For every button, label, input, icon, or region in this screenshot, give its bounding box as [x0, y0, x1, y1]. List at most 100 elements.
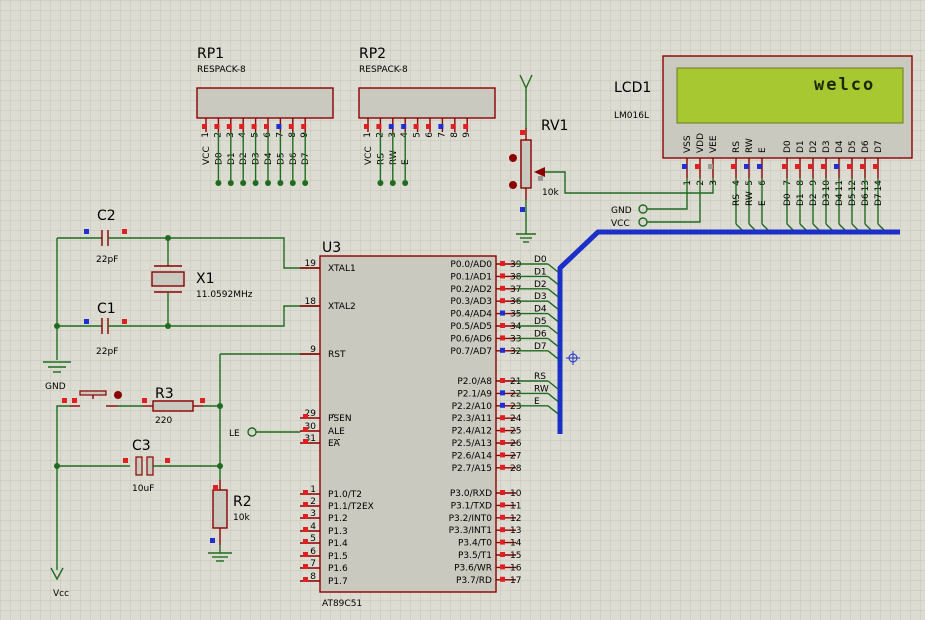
u3-left-pin-name: PSEN	[328, 414, 352, 424]
u3-left-pin-marker	[303, 564, 308, 569]
lcd-power-terminals: GND VCC	[611, 178, 701, 229]
lcd-pin-marker	[873, 164, 878, 169]
r3-value: 220	[155, 416, 172, 426]
u3-left-pin-number: 4	[310, 522, 316, 532]
lcd-pin-marker	[821, 164, 826, 169]
u3-right-pin-marker	[500, 323, 505, 328]
reset-button[interactable]	[79, 390, 107, 396]
u3-right-pin-number: 33	[510, 334, 521, 344]
rv1-wiper-arrow	[534, 167, 545, 177]
lcd-pin-marker	[782, 164, 787, 169]
u3-right-pin-name: P2.6/A14	[452, 451, 493, 461]
le-terminal[interactable]: LE	[229, 427, 300, 439]
u3-body	[319, 255, 497, 593]
lcd-net-label: RS	[732, 194, 742, 206]
u3-right-pin-name: P3.2/INT0	[449, 514, 493, 524]
u3-left-pin-marker	[303, 490, 308, 495]
u3-left-pin-number: 3	[310, 509, 316, 519]
rp2-pins-pin-marker	[450, 124, 456, 129]
u3-right-pin-name: P3.5/T1	[458, 551, 492, 561]
data-bus[interactable]	[557, 229, 900, 434]
lcd-pin-marker	[795, 164, 800, 169]
lcd-net-label: E	[758, 200, 768, 206]
u3-right-pin-number: 10	[510, 489, 522, 499]
u3-right-pin-marker	[500, 440, 505, 445]
u3-right-pin-name: P0.1/AD1	[450, 272, 492, 282]
u3-left-pin-number: 6	[310, 547, 316, 557]
rv1-potentiometer[interactable]: RV1 10k	[509, 74, 714, 243]
lcd-net-label: D6	[861, 193, 871, 206]
x1-ref: X1	[196, 271, 215, 287]
rv1-to-vee-wire	[545, 171, 714, 194]
c2-value: 22pF	[96, 255, 118, 265]
u3-bus-entry	[547, 325, 559, 335]
lcd-pin-name: VEE	[709, 135, 719, 153]
u3-right-pin-name: P2.0/A8	[457, 377, 492, 387]
gnd-label: GND	[45, 382, 66, 392]
u3-bus-entry	[547, 380, 559, 390]
lcd-pin-marker	[847, 164, 852, 169]
u3-right-pin-marker	[500, 347, 505, 353]
u3-net-label: D7	[534, 342, 547, 352]
u3-right-pin-marker	[500, 378, 505, 383]
lcd-pin-marker	[731, 164, 736, 169]
u3-left-pin-marker	[303, 502, 308, 507]
rp1-pins-stub-dot	[289, 180, 296, 186]
lcd-pin-name: D2	[809, 140, 819, 153]
u3-right-pin-number: 38	[510, 272, 522, 282]
lcd1-display[interactable]: LCD1 LM016L welco VSS1VDD2VEE3RS4RSRW5RW…	[614, 55, 913, 233]
u3-right-pin-marker	[500, 285, 505, 291]
rp1-pins-pin-marker	[226, 124, 232, 129]
u3-left-pin-marker	[303, 514, 308, 519]
u3-left-pin-marker	[303, 577, 308, 582]
lcd-pin-number: 7	[783, 180, 793, 186]
lcd-pin-name: D3	[822, 140, 832, 153]
u3-left-pin-name: P1.2	[328, 514, 348, 524]
u3-right-pin-name: P2.3/A11	[452, 414, 492, 424]
rp1-pins-stub-dot	[252, 180, 259, 186]
rp2-pins-pin-marker	[401, 124, 407, 129]
rp2-ref: RP2	[359, 46, 386, 62]
u3-right-pin-name: P0.3/AD3	[450, 297, 492, 307]
u3-right-pin-number: 25	[510, 427, 521, 437]
lcd1-display-text: welco	[814, 75, 875, 95]
u3-left-pin-name: ALE	[328, 427, 345, 437]
u3-right-pin-number: 15	[510, 551, 521, 561]
u3-bus-entry	[547, 263, 559, 273]
lcd-pin-name: VDD	[696, 133, 706, 153]
u3-right-pin-name: P3.6/WR	[454, 563, 492, 573]
r2-body	[212, 489, 228, 529]
u3-net-label: E	[534, 397, 540, 407]
u3-left-pin-name: P1.6	[328, 564, 348, 574]
u3-left-pin-number: 5	[310, 534, 316, 544]
rp2-pins-net-label: RW	[389, 150, 399, 165]
u3-right-pin-number: 17	[510, 576, 521, 586]
rp1-pins-stub-dot	[302, 180, 309, 186]
u3-right-pin-number: 26	[510, 439, 522, 449]
c3-plate-a	[135, 456, 143, 476]
rp2-body	[358, 87, 496, 119]
reset-circuit[interactable]: R3 220 C3 10uF R2 10k Vcc	[50, 353, 320, 599]
rp2-value: RESPACK-8	[359, 65, 408, 75]
u3-ref: U3	[322, 240, 341, 256]
rp2-pins-pin-number: 7	[437, 132, 447, 138]
u3-left-pin-number: 31	[305, 434, 316, 444]
lcd-pin-number: 9	[809, 180, 819, 186]
u3-right-pin-name: P3.0/RXD	[450, 489, 492, 499]
rp1-pins-net-label: D7	[301, 152, 311, 165]
lcd-pin-marker	[708, 164, 713, 169]
lcd-net-label: D5	[848, 193, 858, 206]
u3-net-label: RW	[534, 384, 549, 394]
u3-right-pin-name: P0.6/AD6	[450, 334, 492, 344]
rp2-pins-pin-number: 9	[462, 132, 472, 138]
lcd-pin-number: 6	[758, 180, 768, 186]
lcd-net-label: D2	[809, 193, 819, 206]
u3-left-pin-name: RST	[328, 350, 346, 360]
rv1-value: 10k	[542, 188, 559, 198]
u3-right-pin-name: P3.7/RD	[456, 576, 492, 586]
